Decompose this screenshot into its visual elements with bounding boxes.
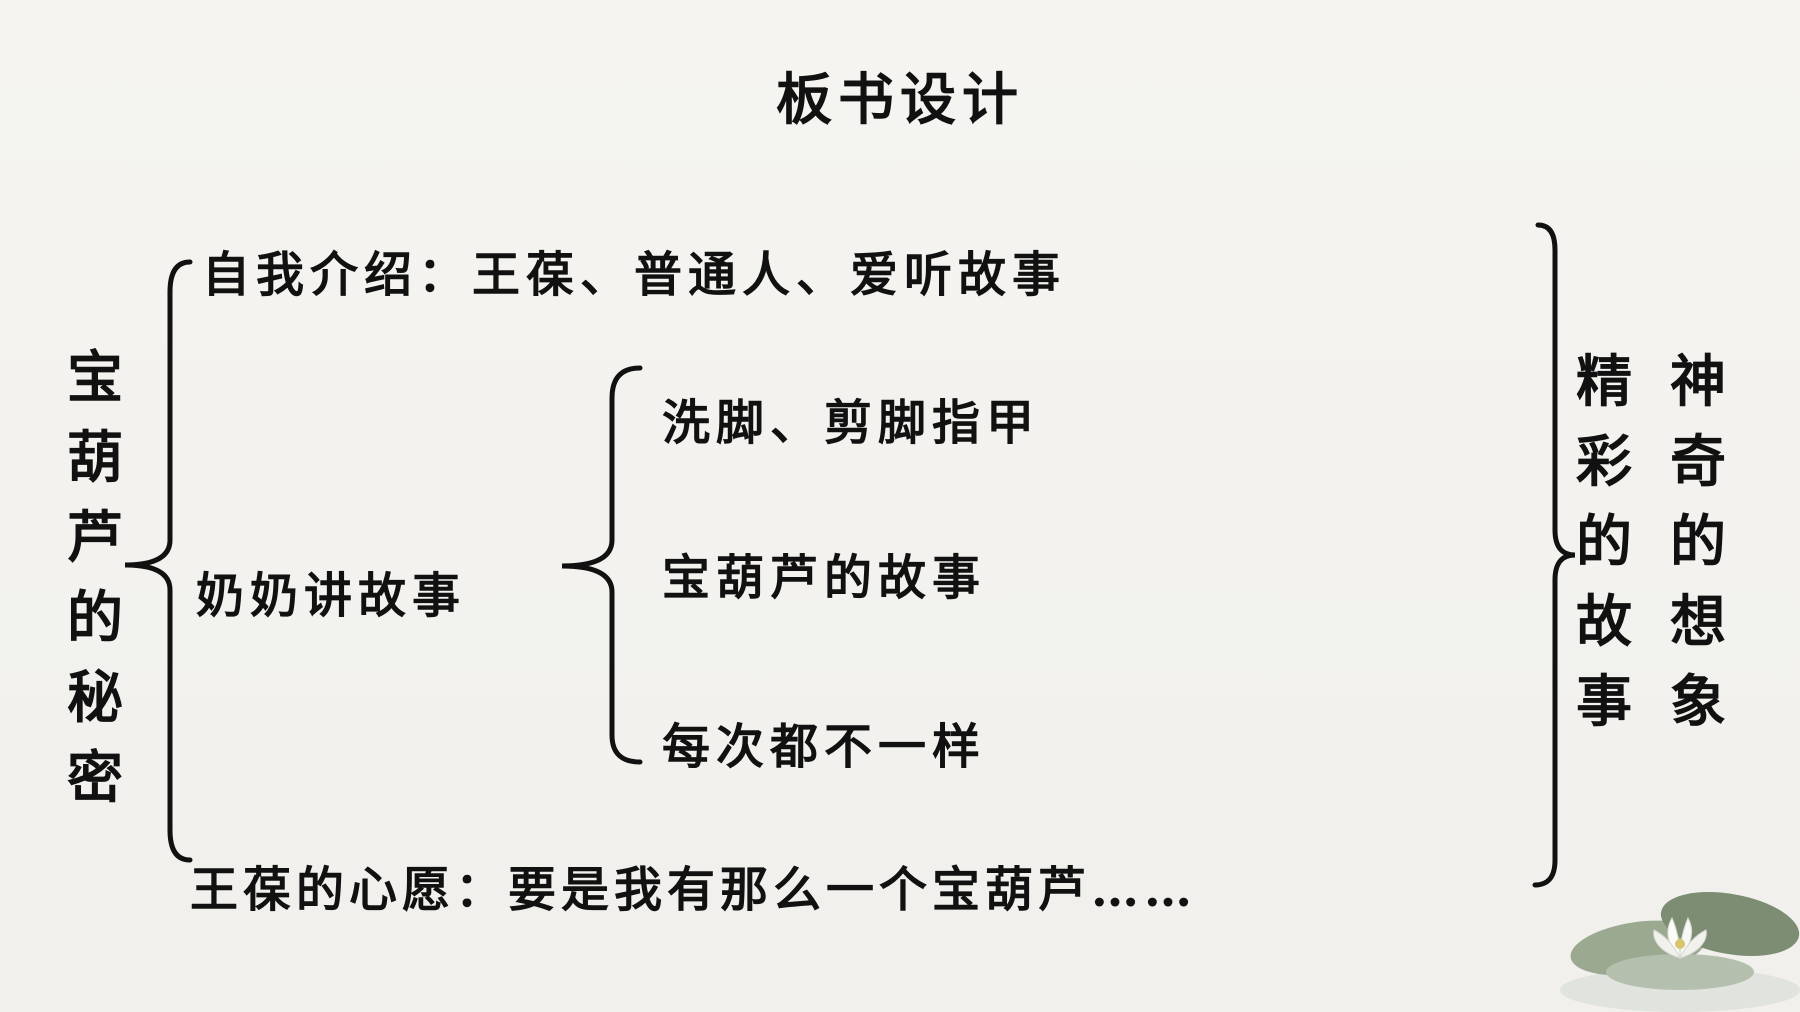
- intro-text: 自我介绍：王葆、普通人、爱听故事: [202, 247, 1067, 303]
- story-item-2: 宝葫芦的故事: [662, 550, 987, 606]
- left-main-brace: [124, 259, 193, 863]
- wish-text: 王葆的心愿：要是我有那么一个宝葫芦……: [190, 862, 1198, 918]
- left-topic: 宝葫芦的秘密: [67, 345, 123, 811]
- story-item-3: 每次都不一样: [662, 719, 987, 775]
- story-item-1: 洗脚、剪脚指甲: [662, 395, 1041, 451]
- lotus-decoration: [1560, 892, 1800, 1012]
- right-column-1: 精彩的故事: [1576, 349, 1632, 735]
- slide-title: 板书设计: [776, 67, 1024, 133]
- inner-brace: [561, 365, 643, 765]
- right-column-2: 神奇的想象: [1670, 349, 1726, 735]
- grandma-story-text: 奶奶讲故事: [196, 568, 467, 624]
- right-brace: [1532, 222, 1576, 888]
